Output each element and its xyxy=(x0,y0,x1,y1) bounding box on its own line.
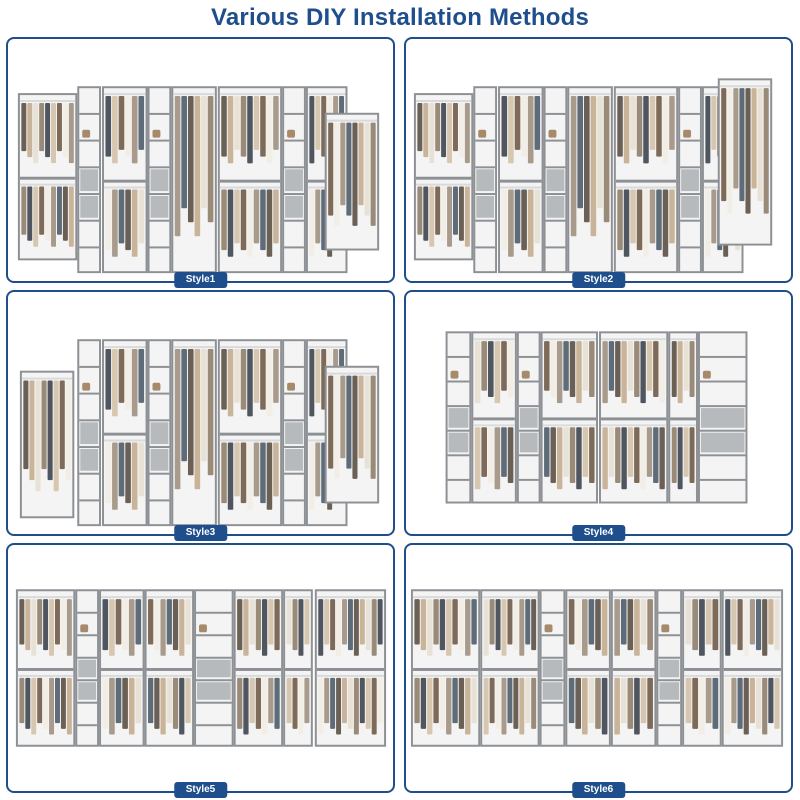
style1-label: Style1 xyxy=(173,272,228,288)
style4-panel[interactable]: Style4 xyxy=(404,290,793,541)
style6-closet-illustration xyxy=(410,589,784,747)
style5-panel[interactable]: Style5 xyxy=(6,543,395,798)
style2-panel[interactable]: Style2 xyxy=(404,37,793,288)
style4-closet-illustration xyxy=(445,331,748,504)
style1-panel[interactable]: Style1 xyxy=(6,37,395,288)
style6-label: Style6 xyxy=(571,782,626,798)
style2-closet-illustration xyxy=(413,78,773,274)
style2-label: Style2 xyxy=(571,272,626,288)
style5-label: Style5 xyxy=(173,782,228,798)
style5-closet-illustration xyxy=(15,589,387,747)
style6-panel[interactable]: Style6 xyxy=(404,543,793,798)
style1-closet-illustration xyxy=(17,86,380,274)
style3-closet-illustration xyxy=(19,339,380,527)
style3-panel[interactable]: Style3 xyxy=(6,290,395,541)
style3-label: Style3 xyxy=(173,525,228,541)
style4-label: Style4 xyxy=(571,525,626,541)
page-title: Various DIY Installation Methods xyxy=(210,4,590,31)
